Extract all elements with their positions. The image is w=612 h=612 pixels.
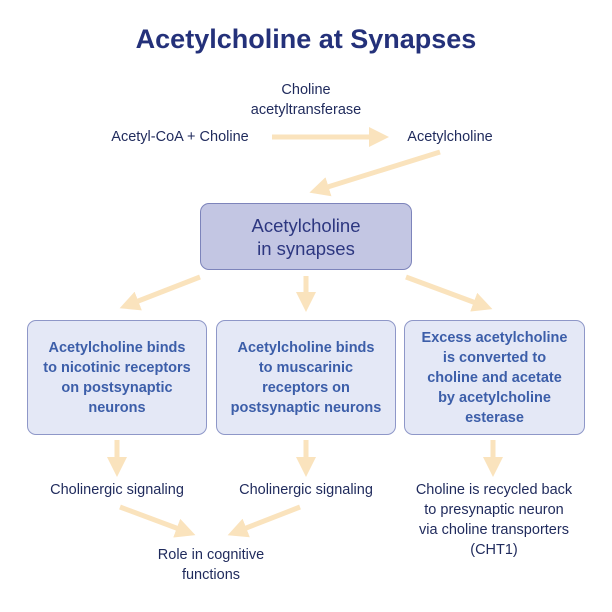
arrow-signal1-final — [119, 504, 196, 538]
arrow-center-left — [119, 274, 201, 311]
box-esterase-text: Excess acetylcholine is converted to cho… — [421, 329, 568, 426]
box-nicotinic-receptors: Acetylcholine binds to nicotinic recepto… — [27, 320, 207, 435]
box-nicotinic-text: Acetylcholine binds to nicotinic recepto… — [43, 339, 191, 416]
center-box-text: Acetylcholine in synapses — [251, 214, 361, 259]
outcome-cholinergic-signaling-1: Cholinergic signaling — [50, 482, 184, 498]
final-outcome-text: Role in cognitive functions — [157, 547, 265, 583]
box-muscarinic-text: Acetylcholine binds to muscarinic recept… — [230, 339, 382, 416]
center-box-acetylcholine-in-synapses: Acetylcholine in synapses — [200, 203, 412, 270]
product-label: Acetylcholine — [407, 129, 493, 145]
arrow-to-center — [309, 149, 441, 197]
arrow-center-right — [405, 274, 493, 312]
diagram-title: Acetylcholine at Synapses — [135, 24, 477, 54]
box-muscarinic-receptors: Acetylcholine binds to muscarinic recept… — [216, 320, 396, 435]
outcome-choline-recycled: Choline is recycled back to presynaptic … — [389, 480, 599, 560]
enzyme-label-text: Choline acetyltransferase — [250, 82, 362, 118]
outcome-choline-recycled-text: Choline is recycled back to presynaptic … — [415, 482, 573, 558]
enzyme-label: Choline acetyltransferase — [206, 80, 406, 120]
arrow-signal2-final — [227, 504, 301, 538]
final-outcome-cognitive-functions: Role in cognitive functions — [111, 545, 311, 585]
reactants-label: Acetyl-CoA + Choline — [111, 129, 249, 145]
outcome-cholinergic-signaling-2: Cholinergic signaling — [239, 482, 373, 498]
box-acetylcholine-esterase: Excess acetylcholine is converted to cho… — [404, 320, 585, 435]
